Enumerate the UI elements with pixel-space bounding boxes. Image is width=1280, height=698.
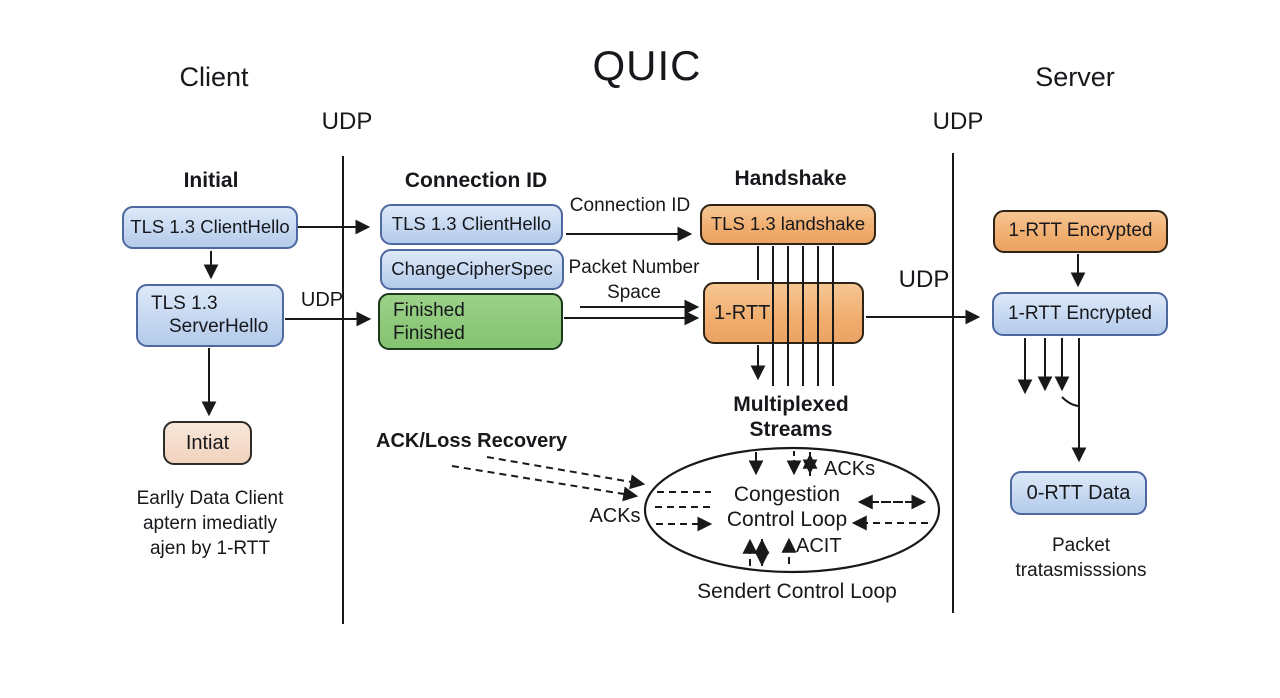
initial-section-heading: Initial: [183, 169, 239, 192]
server-note-line2: tratasmisssions: [1015, 560, 1147, 581]
packet-number-space-label: Packet Number Space: [564, 255, 704, 305]
connection-id-arrow-label: Connection ID: [569, 195, 691, 216]
ack-loss-dashed-arrow-2: [451, 465, 639, 502]
server-0rtt-data-box: 0-RTT Data: [1010, 471, 1147, 515]
multiplexed-line1: Multiplexed: [733, 393, 849, 416]
acks-left-label: ACKs: [589, 505, 641, 527]
sender-control-loop-label: Sendert Control Loop: [697, 580, 897, 603]
server-note: Packet tratasmisssions: [1003, 533, 1159, 583]
serverhello-line1: TLS 1.3: [151, 293, 218, 314]
client-tls-clienthello-box: TLS 1.3 ClientHello: [122, 206, 298, 249]
multiplexed-line2: Streams: [749, 418, 833, 441]
multiplexed-streams-label: Multiplexed Streams: [717, 392, 865, 442]
handshake-1rtt-box: 1-RTT: [703, 282, 864, 344]
ack-loss-recovery-label: ACK/Loss Recovery: [376, 430, 568, 452]
udp-label-right-mid: UDP: [898, 266, 950, 293]
server-1rtt-encrypted-orange-box: 1-RTT Encrypted: [993, 210, 1168, 253]
server-note-line1: Packet: [1051, 535, 1111, 556]
client-initial-box: Intiat: [163, 421, 252, 465]
finished-line1: Finished: [393, 300, 465, 321]
packet-number-line2: Space: [607, 282, 661, 303]
handshake-tls-box: TLS 1.3 landshake: [700, 204, 876, 245]
congestion-line2: Control Loop: [726, 508, 848, 531]
diagram-title: QUIC: [592, 42, 702, 89]
client-note-line3: ajen by 1-RTT: [149, 538, 271, 559]
server-heading: Server: [1035, 62, 1115, 92]
ack-loss-dashed-arrow-1: [486, 456, 646, 490]
server-1rtt-encrypted-blue-box: 1-RTT Encrypted: [992, 292, 1168, 336]
server-retransmit-joiner: [1061, 396, 1081, 407]
middle-tls-clienthello-box: TLS 1.3 ClientHello: [380, 204, 563, 245]
connection-id-section-heading: Connection ID: [404, 169, 548, 192]
client-note-line2: aptern imediatly: [142, 513, 278, 534]
finished-line2: Finished: [393, 322, 465, 344]
serverhello-line2: ServerHello: [169, 315, 269, 337]
congestion-control-loop-label: Congestion Control Loop: [713, 482, 861, 532]
udp-label-left-mid: UDP: [300, 289, 344, 311]
acks-top-label: ACKs: [824, 458, 876, 480]
client-note-line1: Earlly Data Client: [136, 488, 284, 509]
client-note: Earlly Data Client aptern imediatly ajen…: [112, 486, 308, 561]
middle-finished-box: Finished Finished: [378, 293, 563, 350]
handshake-section-heading: Handshake: [734, 167, 847, 190]
udp-label-left-top: UDP: [321, 108, 373, 135]
congestion-line1: Congestion: [733, 483, 841, 506]
acit-label: ACIT: [796, 535, 842, 557]
udp-label-right-top: UDP: [932, 108, 984, 135]
packet-number-line1: Packet Number: [568, 257, 700, 278]
client-tls-serverhello-box: TLS 1.3 ServerHello: [136, 284, 284, 347]
middle-changecipherspec-box: ChangeCipherSpec: [380, 249, 564, 290]
client-heading: Client: [179, 62, 249, 92]
